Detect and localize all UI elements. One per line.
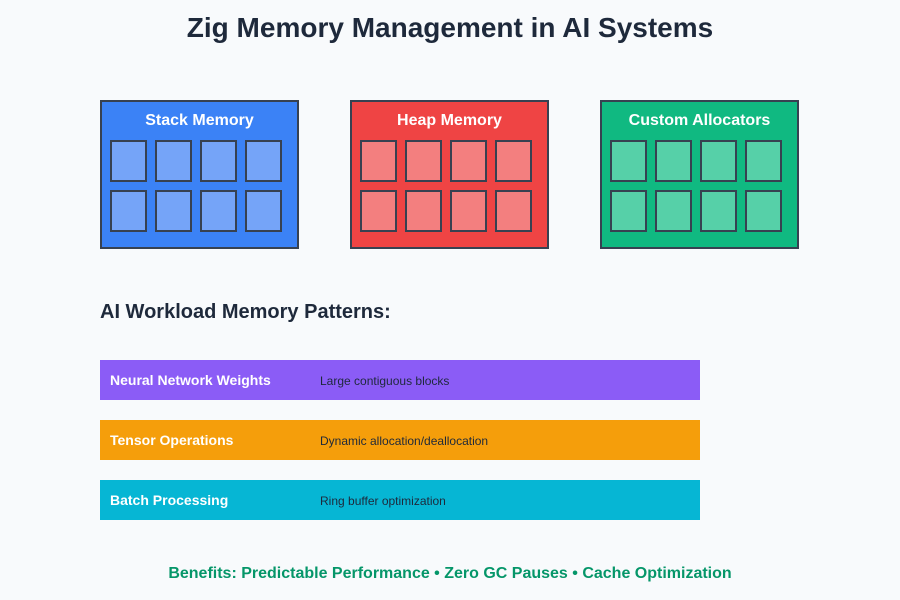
memory-box-label: Custom Allocators <box>628 112 771 129</box>
memory-block <box>155 190 192 232</box>
memory-block <box>655 190 692 232</box>
pattern-bar: Tensor Operations Dynamic allocation/deal… <box>100 420 700 460</box>
memory-block <box>610 140 647 182</box>
memory-block <box>495 190 532 232</box>
memory-block <box>700 190 737 232</box>
memory-block <box>245 140 282 182</box>
memory-block <box>450 190 487 232</box>
memory-block <box>245 190 282 232</box>
benefits-text: Benefits: Predictable Performance • Zero… <box>168 565 732 582</box>
memory-block <box>200 190 237 232</box>
pattern-name: Neural Network Weights <box>110 372 271 388</box>
memory-block <box>700 140 737 182</box>
memory-box-label: Stack Memory <box>145 112 254 129</box>
memory-block <box>610 190 647 232</box>
pattern-description: Dynamic allocation/deallocation <box>320 434 489 448</box>
memory-block <box>405 140 442 182</box>
page-title: Zig Memory Management in AI Systems <box>186 12 714 43</box>
memory-block <box>450 140 487 182</box>
memory-block <box>655 140 692 182</box>
memory-block <box>495 140 532 182</box>
pattern-bar: Neural Network Weights Large contiguous b… <box>100 360 700 400</box>
memory-block <box>405 190 442 232</box>
memory-block <box>745 190 782 232</box>
memory-block <box>110 140 147 182</box>
memory-block <box>155 140 192 182</box>
memory-box: Custom Allocators <box>600 100 799 249</box>
memory-block <box>745 140 782 182</box>
pattern-description: Large contiguous blocks <box>320 374 450 388</box>
pattern-bar: Batch Processing Ring buffer optimization <box>100 480 700 520</box>
memory-block <box>360 140 397 182</box>
memory-box: Heap Memory <box>350 100 549 249</box>
pattern-name: Tensor Operations <box>110 432 234 448</box>
memory-box: Stack Memory <box>100 100 299 249</box>
memory-block <box>360 190 397 232</box>
memory-block <box>110 190 147 232</box>
memory-block <box>200 140 237 182</box>
section-title: AI Workload Memory Patterns: <box>100 301 391 323</box>
pattern-name: Batch Processing <box>110 492 229 508</box>
pattern-description: Ring buffer optimization <box>320 494 446 508</box>
memory-box-label: Heap Memory <box>397 112 502 129</box>
